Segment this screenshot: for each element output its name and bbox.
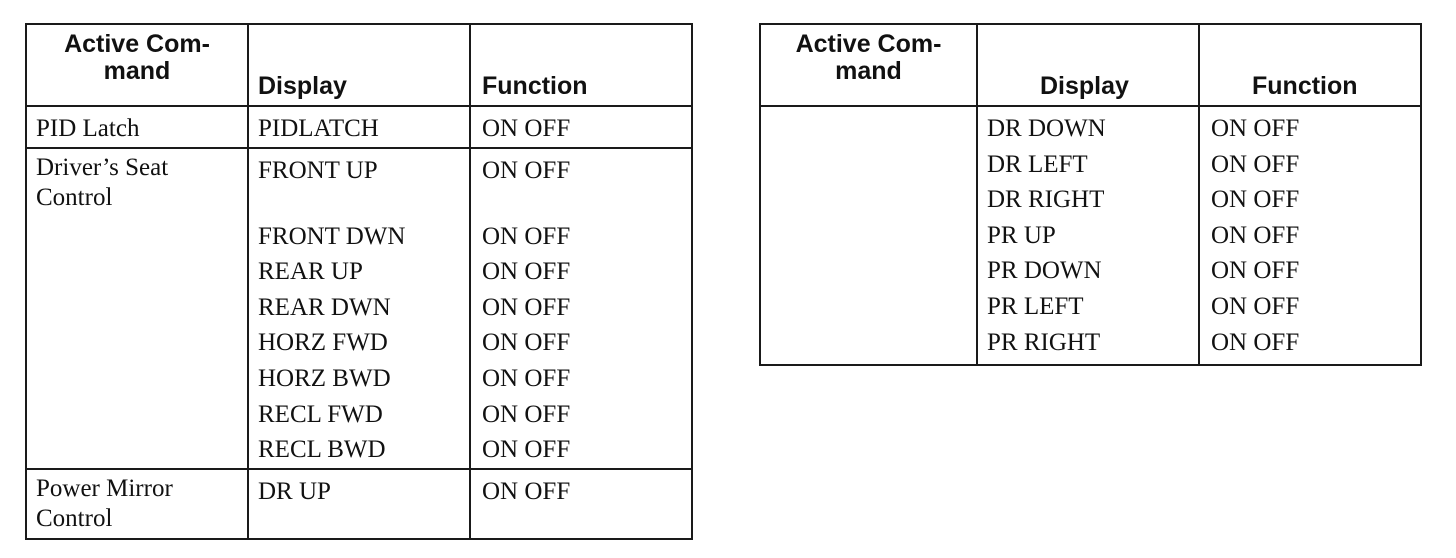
active-command-table-right: Active Com- mand Display Function DR DOW…	[759, 23, 1422, 367]
function-value: ON OFF	[1211, 150, 1300, 178]
function-cell: ON OFF	[469, 467, 693, 540]
function-value: ON OFF	[1211, 257, 1300, 285]
function-value: ON OFF	[482, 436, 571, 464]
function-value: ON OFF	[1211, 292, 1300, 320]
command-name-line2: Control	[36, 504, 113, 532]
function-value: ON OFF	[1211, 186, 1300, 214]
header-active-command: Active Com- mand	[25, 23, 249, 107]
display-value: HORZ BWD	[258, 364, 391, 392]
function-value: ON OFF	[482, 329, 571, 357]
display-value: PR LEFT	[987, 292, 1084, 320]
table-row: DR DOWN DR LEFT DR RIGHT PR UP PR DOWN P…	[759, 104, 1422, 367]
function-cell: ON OFF ON OFF ON OFF ON OFF ON OFF ON OF…	[1198, 104, 1422, 367]
display-value: REAR DWN	[258, 293, 391, 321]
command-cell: PID Latch	[25, 105, 249, 149]
command-cell: Driver’s Seat Control	[25, 147, 249, 470]
function-value: ON OFF	[482, 364, 571, 392]
display-value: PIDLATCH	[258, 115, 379, 142]
display-value: RECL BWD	[258, 436, 386, 464]
display-value: RECL FWD	[258, 400, 383, 428]
command-cell	[759, 104, 978, 367]
function-value: ON OFF	[482, 293, 571, 321]
display-cell: DR UP	[247, 467, 471, 540]
display-value: DR RIGHT	[987, 186, 1105, 214]
table-row: PID Latch PIDLATCH ON OFF	[25, 105, 693, 149]
header-function: Function	[469, 23, 693, 107]
header-command-line2: mand	[835, 57, 902, 85]
command-name: PID Latch	[36, 115, 140, 142]
header-row: Active Com- mand Display Function	[759, 23, 1422, 107]
display-value: PR UP	[987, 221, 1056, 249]
display-cell: DR DOWN DR LEFT DR RIGHT PR UP PR DOWN P…	[976, 104, 1200, 367]
header-active-command: Active Com- mand	[759, 23, 978, 107]
function-value: ON OFF	[482, 258, 571, 286]
function-value: ON OFF	[1211, 328, 1300, 356]
display-value: REAR UP	[258, 258, 363, 286]
display-value: FRONT UP	[258, 157, 378, 184]
command-name-line2: Control	[36, 184, 113, 211]
header-row: Active Com- mand Display Function	[25, 23, 693, 107]
display-value: FRONT DWN	[258, 222, 406, 250]
function-spacer	[482, 189, 691, 219]
header-command-line1: Active Com-	[795, 30, 942, 58]
function-value: ON OFF	[482, 400, 571, 428]
function-cell: ON OFF	[469, 105, 693, 149]
display-value: DR DOWN	[987, 115, 1106, 142]
table-row: Driver’s Seat Control FRONT UP FRONT DWN…	[25, 147, 693, 470]
header-command-line1: Active Com-	[64, 30, 210, 58]
display-cell: PIDLATCH	[247, 105, 471, 149]
header-display: Display	[247, 23, 471, 107]
function-value: ON OFF	[482, 157, 571, 184]
display-value: PR DOWN	[987, 257, 1102, 285]
function-value: ON OFF	[482, 115, 571, 142]
command-name-line1: Driver’s Seat	[36, 154, 169, 181]
function-value: ON OFF	[1211, 115, 1300, 142]
display-cell: FRONT UP FRONT DWN REAR UP REAR DWN HORZ…	[247, 147, 471, 470]
display-value: HORZ FWD	[258, 329, 388, 357]
command-name-line1: Power Mirror	[36, 474, 173, 502]
function-value: ON OFF	[482, 222, 571, 250]
display-spacer	[258, 189, 469, 219]
display-value: DR UP	[258, 477, 331, 505]
header-function: Function	[1198, 23, 1422, 107]
command-cell: Power Mirror Control	[25, 467, 249, 540]
active-command-table-left: Active Com- mand Display Function PID La…	[25, 23, 693, 540]
function-value: ON OFF	[1211, 221, 1300, 249]
function-cell: ON OFF ON OFF ON OFF ON OFF ON OFF ON OF…	[469, 147, 693, 470]
header-command-line2: mand	[103, 57, 171, 85]
function-value: ON OFF	[482, 477, 571, 505]
header-display: Display	[976, 23, 1200, 107]
display-value: DR LEFT	[987, 150, 1088, 178]
table-row: Power Mirror Control DR UP ON OFF	[25, 467, 693, 540]
display-value: PR RIGHT	[987, 328, 1101, 356]
